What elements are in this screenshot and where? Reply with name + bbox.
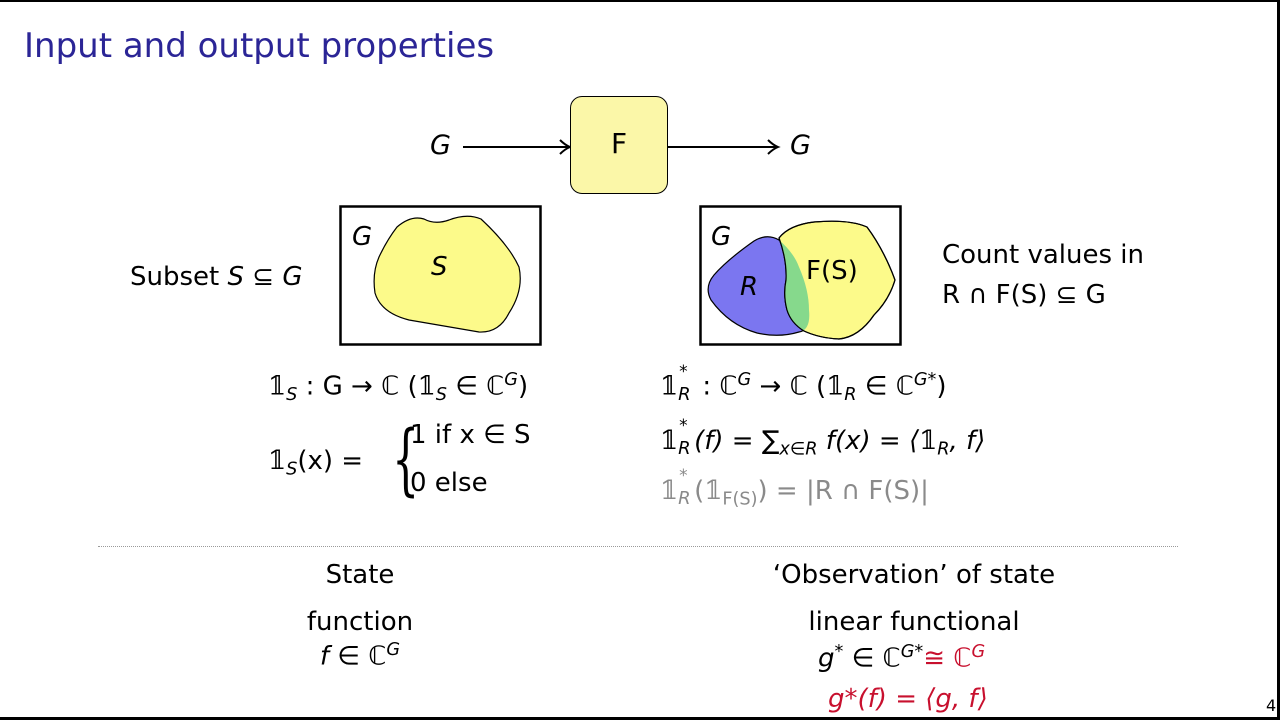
inner-product-close: , f⟩ [949,426,986,456]
count-caption-line2: R ∩ F(S) ⊆ G [942,280,1106,310]
subset-diagram-region-label: S [431,252,448,282]
subset-region-s [373,215,521,333]
indicator-subscript: R [937,439,950,460]
flow-input-label: G [430,130,451,161]
indicator-symbol: 𝟙 [268,446,287,476]
flow-output-label: G [790,130,811,161]
observation-term: linear functional [808,607,1020,637]
slide-bottom-border [0,717,1280,720]
dual-star: * [679,466,688,486]
indicator-membership: ∈ ℂ [446,371,505,402]
function-box-label: F [610,127,628,160]
indicator-subscript: R [678,438,691,459]
dual-star: * [679,416,688,436]
subset-diagram-set-label: G [352,222,373,252]
piecewise-case-1: 1 if x ∈ S [410,420,531,450]
observation-formula-1: g* ∈ ℂG*≅ ℂG [818,642,985,674]
count-result: ) = |R ∩ F(S)| [757,476,929,506]
indicator-argument: (x) = [297,446,364,476]
intersection-diagram [699,205,902,346]
indicator-definition: 𝟙S : G → ℂ (𝟙S ∈ ℂG) [268,370,528,405]
indicator-symbol: 𝟙 [268,371,287,402]
state-var: f [319,641,330,672]
dual-codomain: → ℂ ( [751,371,827,402]
piecewise-brace: { [392,415,420,505]
state-exponent: G [386,640,401,660]
state-term: function [306,607,414,637]
intersection-diagram-set-label: G [711,222,732,252]
subset-caption-set: G [282,262,303,292]
indicator-subscript: R [844,385,857,406]
page-number: 4 [1266,696,1277,715]
indicator-signature: : G → ℂ ( [297,371,418,402]
dual-space-exponent: G* [900,642,924,662]
observation-formula-2: g*(f) = ⟨g, f⟩ [828,684,988,714]
indicator-subscript: S [286,459,298,480]
indicator-symbol: 𝟙 [704,476,723,506]
indicator-subscript: R [678,488,691,509]
indicator-subscript: S [286,385,298,406]
dual-indicator-count: 𝟙*R (𝟙F(S)) = |R ∩ F(S)| [660,466,929,510]
sum-index: x∈R [779,439,818,460]
slide-top-border [0,0,1280,2]
indicator-symbol: 𝟙 [660,476,679,506]
indicator-symbol: 𝟙 [417,371,436,402]
region-fs-label: F(S) [806,256,858,286]
sum-symbol: ∑ [761,426,780,456]
subset-caption-text: Subset [130,262,220,292]
indicator-symbol: 𝟙 [919,426,938,456]
indicator-superscript: G [504,370,518,390]
observation-heading: ‘Observation’ of state [772,560,1056,590]
state-membership: ∈ ℂ [329,641,387,672]
dual-domain: : ℂ [694,371,738,402]
region-r-label: R [740,272,759,302]
function-box: F [570,96,668,194]
functional-var: g [818,643,835,674]
dual-space-exponent: G* [913,370,937,390]
isomorphism-highlight: ≅ ℂ [923,643,972,674]
dual-indicator-definition: 𝟙*R : ℂG → ℂ (𝟙R ∈ ℂG*) [660,362,947,406]
dual-indicator-sum: 𝟙*R (f) = ∑x∈R f(x) = ⟨𝟙R, f⟩ [660,416,986,460]
functional-membership: ∈ ℂ [843,643,901,674]
dual-domain-exponent: G [737,370,752,390]
indicator-symbol: 𝟙 [826,371,845,402]
sum-body: f(x) = ⟨ [817,426,920,456]
subset-caption-var: S [227,262,245,292]
indicator-subscript: S [435,385,447,406]
subset-diagram [339,205,542,346]
indicator-subscript: R [678,383,691,405]
indicator-symbol: 𝟙 [660,371,679,402]
arrow-right-icon [463,139,573,155]
count-open-paren: ( [694,476,705,506]
state-heading: State [325,560,395,590]
functional-star: * [834,642,844,662]
section-divider [98,546,1178,547]
indicator-subscript: F(S) [722,489,758,510]
arrow-right-icon [668,139,781,155]
dual-close-paren: ) [936,371,947,402]
isomorphism-exponent: G [971,642,986,662]
slide-title: Input and output properties [24,26,495,66]
dual-membership: ∈ ℂ [856,371,914,402]
subset-caption-rel: ⊆ [252,262,275,292]
indicator-symbol: 𝟙 [660,426,679,456]
indicator-close-paren: ) [518,371,529,402]
count-caption-line1: Count values in [942,240,1145,270]
dual-argument: (f) = [694,426,762,456]
dual-star: * [679,361,688,382]
slide-right-border [1277,0,1280,720]
indicator-piecewise-lhs: 𝟙S(x) = [268,446,363,479]
subset-caption: Subset S ⊆ G [130,262,303,292]
state-formula: f ∈ ℂG [260,640,460,672]
piecewise-case-2: 0 else [410,468,488,498]
